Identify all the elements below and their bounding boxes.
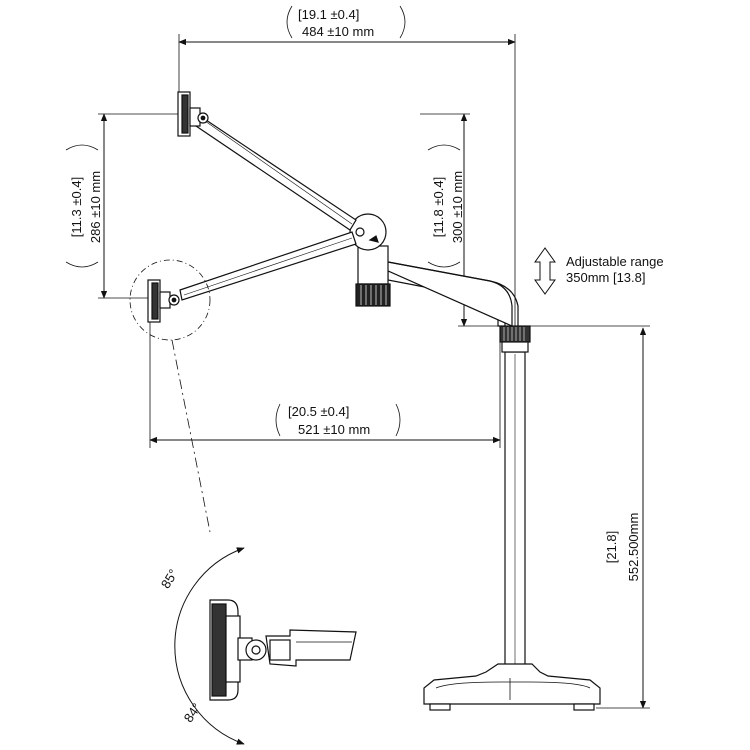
top-width-inch: [19.1 ±0.4] xyxy=(298,7,360,22)
left-height-mm: 286 ±10 mm xyxy=(88,170,103,244)
dimension-lines xyxy=(65,5,650,709)
top-monitor-head xyxy=(177,91,209,137)
pole-height-mm: 552.500mm xyxy=(626,512,641,582)
adjustable-range-title: Adjustable range xyxy=(566,254,664,269)
adjustable-range-arrow xyxy=(534,247,556,295)
mid-height-mm: 300 ±10 mm xyxy=(450,170,465,244)
reach-inch: [20.5 ±0.4] xyxy=(288,404,350,419)
mid-height-inch: [11.8 ±0.4] xyxy=(431,176,446,238)
reach-mm: 521 ±10 mm xyxy=(298,422,371,437)
adjustable-range-value: 350mm [13.8] xyxy=(566,270,646,285)
pole-assembly xyxy=(423,325,601,711)
top-width-mm: 484 ±10 mm xyxy=(302,24,375,39)
left-height-inch: [11.3 ±0.4] xyxy=(69,176,84,238)
arm-segments xyxy=(179,115,357,301)
detail-callout xyxy=(129,259,211,533)
pole-height-inch: [21.8] xyxy=(604,530,619,564)
lower-monitor-head xyxy=(147,279,180,323)
upper-arm xyxy=(349,213,519,327)
detail-view xyxy=(174,547,357,745)
